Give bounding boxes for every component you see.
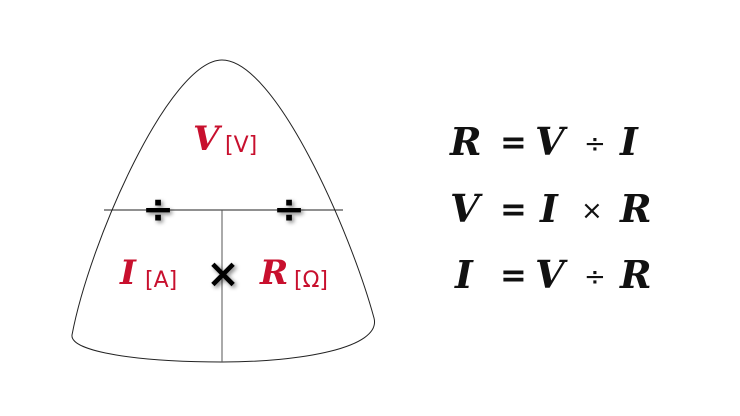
eq-b: R [619, 252, 652, 297]
eq-a: V [535, 252, 568, 297]
voltage-symbol: V [193, 119, 223, 159]
eq-op: ÷ [584, 262, 606, 292]
voltage-unit: [V] [225, 133, 257, 158]
eq-op: ÷ [584, 129, 606, 159]
multiply-icon: × [206, 251, 240, 297]
eq-equals: = [500, 190, 527, 228]
resistance-symbol: R [259, 253, 288, 293]
eq-lhs: V [450, 186, 483, 231]
eq-a: I [539, 186, 559, 231]
eq-lhs: R [449, 119, 482, 164]
equation-current: I = V ÷ R [454, 252, 652, 297]
eq-equals: = [500, 256, 527, 294]
eq-op: × [581, 196, 603, 226]
eq-lhs: I [454, 252, 474, 297]
equation-resistance: R = V ÷ I [449, 119, 639, 164]
triangle-outline [71, 59, 375, 363]
eq-b: I [619, 119, 639, 164]
current-unit: [A] [145, 268, 177, 293]
equation-voltage: V = I × R [450, 186, 652, 231]
divide-icon-left: ÷ [142, 187, 174, 231]
resistance-unit: [Ω] [294, 268, 328, 293]
current-symbol: I [119, 253, 137, 293]
eq-a: V [535, 119, 568, 164]
eq-equals: = [500, 123, 527, 161]
divide-icon-right: ÷ [273, 187, 305, 231]
eq-b: R [619, 186, 652, 231]
